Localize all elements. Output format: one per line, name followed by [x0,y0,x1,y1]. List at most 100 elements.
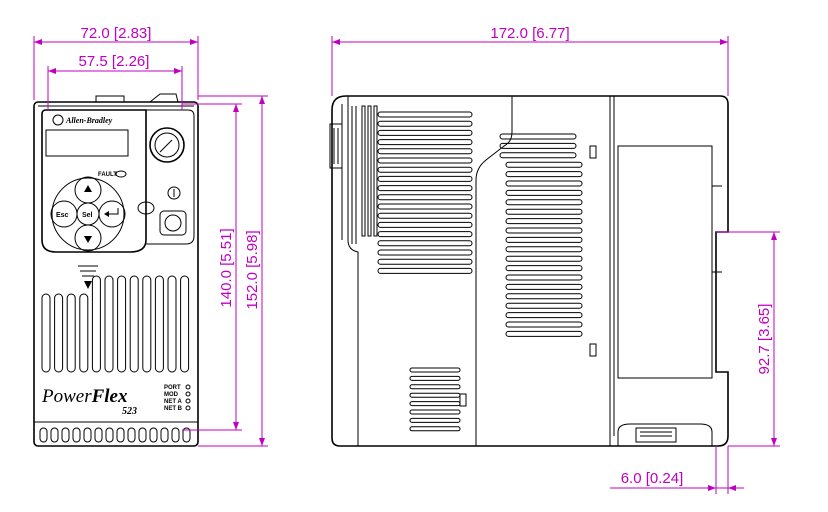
vent-slot [505,330,583,337]
up-arrow-icon [84,185,92,192]
vent-slot [505,171,583,178]
vent-marker-icon [78,265,98,289]
terminal-slot [127,427,136,443]
vent-slot [409,367,461,373]
vent-slot [499,152,577,159]
vent-slot [377,194,473,201]
vent-slot [409,417,461,423]
side-housing [331,95,729,447]
brand-logo: Allen-Bradley [65,116,113,125]
vent-slot [409,401,461,407]
vent-slot [377,203,473,210]
vent-slot [373,105,378,237]
stop-button [159,210,187,236]
vent-slot [505,302,583,309]
neta-led-icon [185,398,191,404]
vent-slot [505,274,583,281]
vent-slot [104,275,114,373]
vent-slot [377,212,473,219]
product-name: PowerFlex [41,386,128,407]
vent-slot [499,133,577,140]
port-led-icon [185,384,191,390]
side-vent-slots-right [499,133,583,337]
status-label-neta: NET A [164,399,182,405]
vent-slot [377,148,473,155]
vent-slot [505,283,583,290]
fault-led-icon [115,170,127,178]
dim-height-mount: 140.0 [5.51] [218,228,235,307]
vent-slot [377,120,473,127]
vent-slot [505,189,583,196]
vent-slot [505,161,583,168]
dimension-lines: 72.0 [2.83] 57.5 [2.26] 140.0 [5.51] 152… [33,25,780,494]
terminal-slot [149,427,158,443]
vent-slot [505,199,583,206]
vent-slot [409,409,461,415]
side-label-panel [617,145,713,379]
mod-led-icon [185,391,191,397]
vent-slot [180,275,190,373]
vent-slot [377,139,473,146]
vent-slot [505,227,583,234]
terminal-slot [138,427,147,443]
vent-slot [505,321,583,328]
front-vent-slots [41,275,190,373]
terminal-slot [116,427,125,443]
terminal-slot [72,427,81,443]
esc-label: Esc [56,212,69,219]
dim-rail-offset: 6.0 [0.24] [621,470,684,487]
vent-slot [79,293,89,373]
vent-slot [505,236,583,243]
vent-slot [377,175,473,182]
status-label-mod: MOD [164,392,179,398]
vent-slot [505,312,583,319]
dim-width-mount: 57.5 [2.26] [79,53,150,70]
vent-slot [505,180,583,187]
vent-slot [505,208,583,215]
terminal-slot [50,427,59,443]
vent-slot [154,275,164,373]
vent-slot [377,249,473,256]
vent-slot [377,129,473,136]
bottom-terminal-slots [39,427,191,443]
vent-slot [377,185,473,192]
vent-slot [142,275,152,373]
vent-slot [505,218,583,225]
dim-width-total: 72.0 [2.83] [81,25,152,42]
sel-label: Sel [82,212,93,219]
vent-slot [505,293,583,300]
navigation-pad: Esc Sel [50,176,126,252]
reverse-button-icon [137,201,155,215]
terminal-slot [39,427,48,443]
stop-button-icon [164,214,182,232]
fault-label: FAULT [98,172,117,178]
vent-slot [377,258,473,265]
start-button-icon [167,186,181,200]
vent-slot [409,392,461,398]
side-vent-slots [377,111,473,274]
status-label-port: PORT [164,385,181,391]
terminal-slot [171,427,180,443]
vent-slot [54,293,64,373]
netb-led-icon [185,405,191,411]
terminal-slot [83,427,92,443]
status-label-netb: NET B [164,406,183,412]
vent-slot [377,267,473,274]
vent-slot [91,275,101,373]
vent-slot [117,275,127,373]
vent-slot [367,105,372,237]
terminal-slot [160,427,169,443]
dim-rail-height: 92.7 [3.65] [756,304,773,375]
vent-slot [167,275,177,373]
vent-slot [409,384,461,390]
terminal-slot [61,427,70,443]
vent-slot [66,293,76,373]
vent-slot [377,157,473,164]
vent-slot [505,255,583,262]
lcd-display [45,129,129,157]
sel-key [76,202,100,226]
vent-slot [377,231,473,238]
dim-height-total: 152.0 [5.98] [244,230,261,309]
down-arrow-icon [84,236,92,243]
